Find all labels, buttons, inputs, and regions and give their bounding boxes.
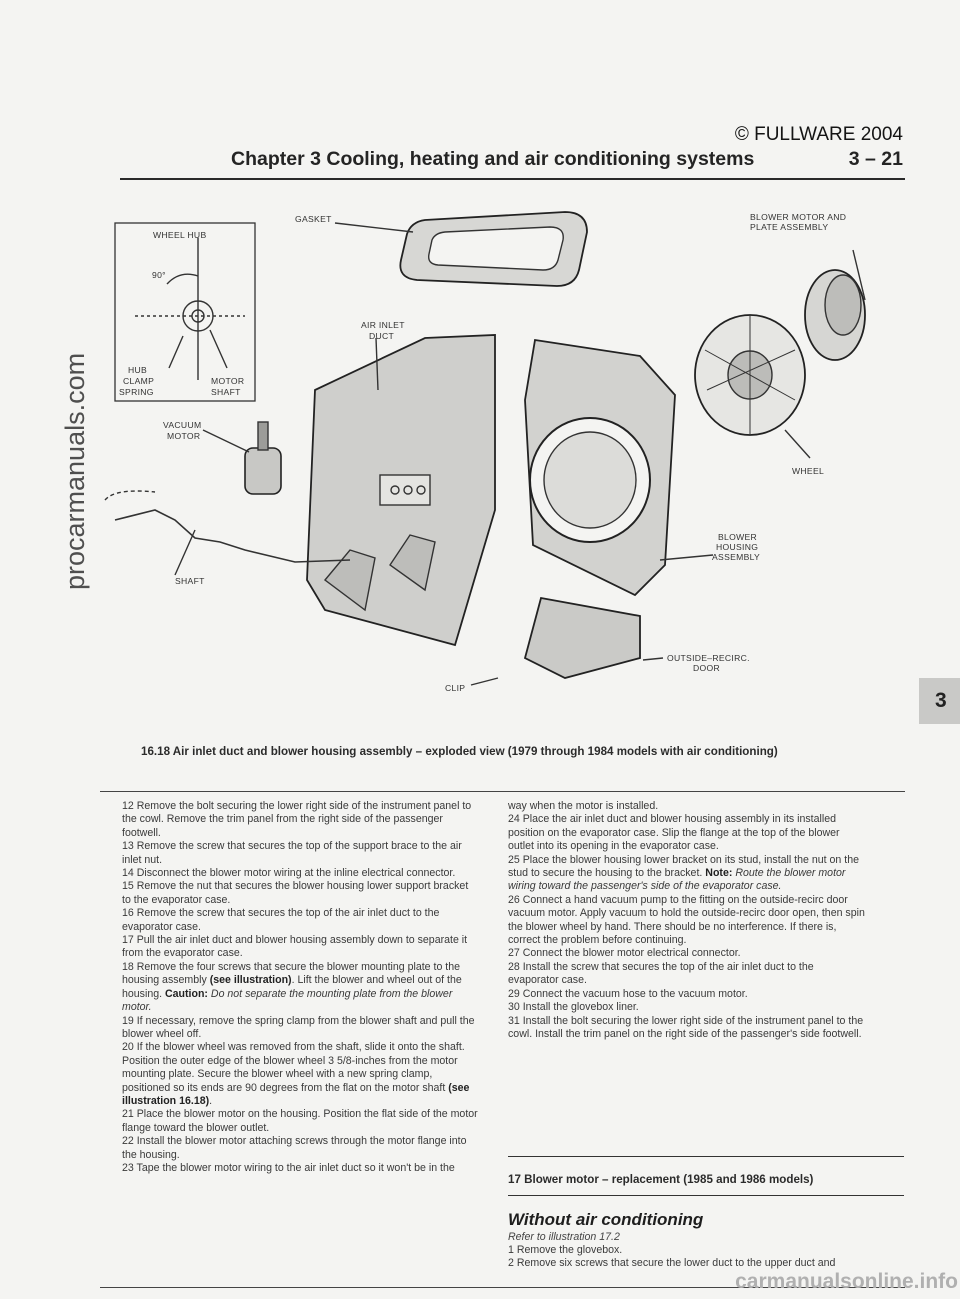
chapter-tab: 3 xyxy=(919,678,960,724)
label-clip: CLIP xyxy=(445,683,465,693)
paragraph-text: 18 Remove the four screws that secure th… xyxy=(122,960,461,987)
paragraph-text: 25 Place the blower housing lower bracke… xyxy=(508,853,859,880)
side-watermark: procarmanuals.com xyxy=(60,353,91,590)
paragraph: 19 If necessary, remove the spring clamp… xyxy=(122,1014,475,1040)
label-gasket: GASKET xyxy=(295,214,332,224)
paragraph: 21 Place the blower motor on the housing… xyxy=(122,1108,478,1134)
label-90-degrees: 90° xyxy=(152,270,166,280)
section-steps: 1 Remove the glovebox. 2 Remove six scre… xyxy=(508,1244,908,1271)
footer-watermark: carmanualsonline.info xyxy=(735,1270,958,1293)
footer-rule xyxy=(100,1287,905,1288)
copyright-notice: © FULLWARE 2004 xyxy=(734,124,903,145)
paragraph-text: 20 If the blower wheel was removed from … xyxy=(122,1041,465,1094)
paragraph-text: . Lift the blower and wheel out of the h… xyxy=(122,974,462,1000)
paragraph: 31 Install the bolt securing the lower r… xyxy=(508,1014,864,1040)
blower-housing-shape xyxy=(524,338,676,597)
section-title: 17 Blower motor – replacement (1985 and … xyxy=(508,1173,814,1186)
paragraph: 15 Remove the nut that secures the blowe… xyxy=(122,880,469,906)
label-vacuum: VACUUM xyxy=(163,420,201,430)
paragraph: 17 Pull the air inlet duct and blower ho… xyxy=(122,934,468,960)
note-text: Route the blower motor wiring toward the… xyxy=(508,867,846,893)
paragraph: 26 Connect a hand vacuum pump to the fit… xyxy=(508,893,865,947)
paragraph: 14 Disconnect the blower motor wiring at… xyxy=(122,867,456,880)
air-inlet-duct-shape xyxy=(306,334,496,647)
paragraph: 28 Install the screw that secures the to… xyxy=(508,960,814,987)
paragraph: 13 Remove the screw that secures the top… xyxy=(122,840,462,866)
label-air-inlet: AIR INLET xyxy=(361,320,405,330)
label-wheel: WHEEL xyxy=(792,466,824,476)
watermark-text: procarmanuals.com xyxy=(60,352,90,590)
label-housing: HOUSING xyxy=(716,542,758,552)
page-number: 3 – 21 xyxy=(848,148,903,170)
label-duct: DUCT xyxy=(369,331,395,341)
paragraph: 22 Install the blower motor attaching sc… xyxy=(122,1135,467,1161)
paragraph: 30 Install the glovebox liner. xyxy=(508,1001,639,1014)
label-blower: BLOWER xyxy=(718,532,757,542)
figure-divider xyxy=(100,791,905,792)
outside-recirc-door-shape xyxy=(523,596,641,679)
page-header: Chapter 3 Cooling, heating and air condi… xyxy=(120,148,905,180)
caution-text: Do not separate the mounting plate from … xyxy=(122,987,453,1014)
left-text-column: 12 Remove the bolt securing the lower ri… xyxy=(122,800,479,1175)
paragraph-25: 25 Place the blower housing lower bracke… xyxy=(508,854,865,894)
paragraph: 27 Connect the blower motor electrical c… xyxy=(508,947,741,960)
label-motor: MOTOR xyxy=(211,376,244,386)
caution-label: Caution: xyxy=(165,987,208,1000)
label-blower-motor-and: BLOWER MOTOR AND xyxy=(750,212,846,222)
exploded-view-figure: WHEEL HUB 90° HUB CLAMP SPRING MOTOR SHA… xyxy=(104,211,866,693)
label-outside-recirc: OUTSIDE–RECIRC. xyxy=(667,653,750,663)
label-wheel-hub: WHEEL HUB xyxy=(153,230,206,240)
label-vacuum-motor: MOTOR xyxy=(167,431,200,441)
label-shaft-inset: SHAFT xyxy=(211,387,241,397)
label-assembly: ASSEMBLY xyxy=(712,552,760,562)
label-plate-assembly: PLATE ASSEMBLY xyxy=(750,222,828,232)
paragraph-20: 20 If the blower wheel was removed from … xyxy=(122,1041,479,1108)
chapter-title: Chapter 3 Cooling, heating and air condi… xyxy=(231,148,755,170)
gasket-shape xyxy=(399,211,588,287)
illustration-reference: (see illustration) xyxy=(209,974,292,987)
wheel-hub-inset xyxy=(114,222,256,402)
label-door: DOOR xyxy=(693,663,720,673)
paragraph: 29 Connect the vacuum hose to the vacuum… xyxy=(508,987,748,1000)
paragraph: 24 Place the air inlet duct and blower h… xyxy=(508,813,840,853)
label-clamp: CLAMP xyxy=(123,376,154,386)
blower-wheel-shape xyxy=(694,269,866,436)
illustration-reference: (see illustration 16.18) xyxy=(122,1081,470,1107)
paragraph: 23 Tape the blower motor wiring to the a… xyxy=(122,1161,455,1174)
section-rule-top xyxy=(508,1156,904,1157)
step-item: 1 Remove the glovebox. xyxy=(508,1244,623,1256)
label-shaft: SHAFT xyxy=(175,576,205,586)
door-shaft-linkage xyxy=(114,509,351,563)
label-hub: HUB xyxy=(128,365,147,375)
paragraph: 16 Remove the screw that secures the top… xyxy=(122,907,440,933)
right-text-column: way when the motor is installed. 24 Plac… xyxy=(508,800,865,1041)
illustration-ref-note: Refer to illustration 17.2 xyxy=(508,1231,620,1243)
paragraph-18: 18 Remove the four screws that secure th… xyxy=(122,961,479,1015)
label-spring: SPRING xyxy=(119,387,154,397)
step-item: 2 Remove six screws that secure the lowe… xyxy=(508,1257,836,1270)
punctuation: . xyxy=(209,1094,213,1107)
subheading: Without air conditioning xyxy=(508,1210,704,1229)
vacuum-motor-shape xyxy=(244,421,282,495)
paragraph: way when the motor is installed. xyxy=(508,800,659,812)
figure-caption: 16.18 Air inlet duct and blower housing … xyxy=(141,745,778,758)
chapter-tab-number: 3 xyxy=(935,689,947,712)
note-label: Note: xyxy=(705,867,733,880)
paragraph: 12 Remove the bolt securing the lower ri… xyxy=(122,800,472,839)
section-rule-bottom xyxy=(508,1195,904,1196)
